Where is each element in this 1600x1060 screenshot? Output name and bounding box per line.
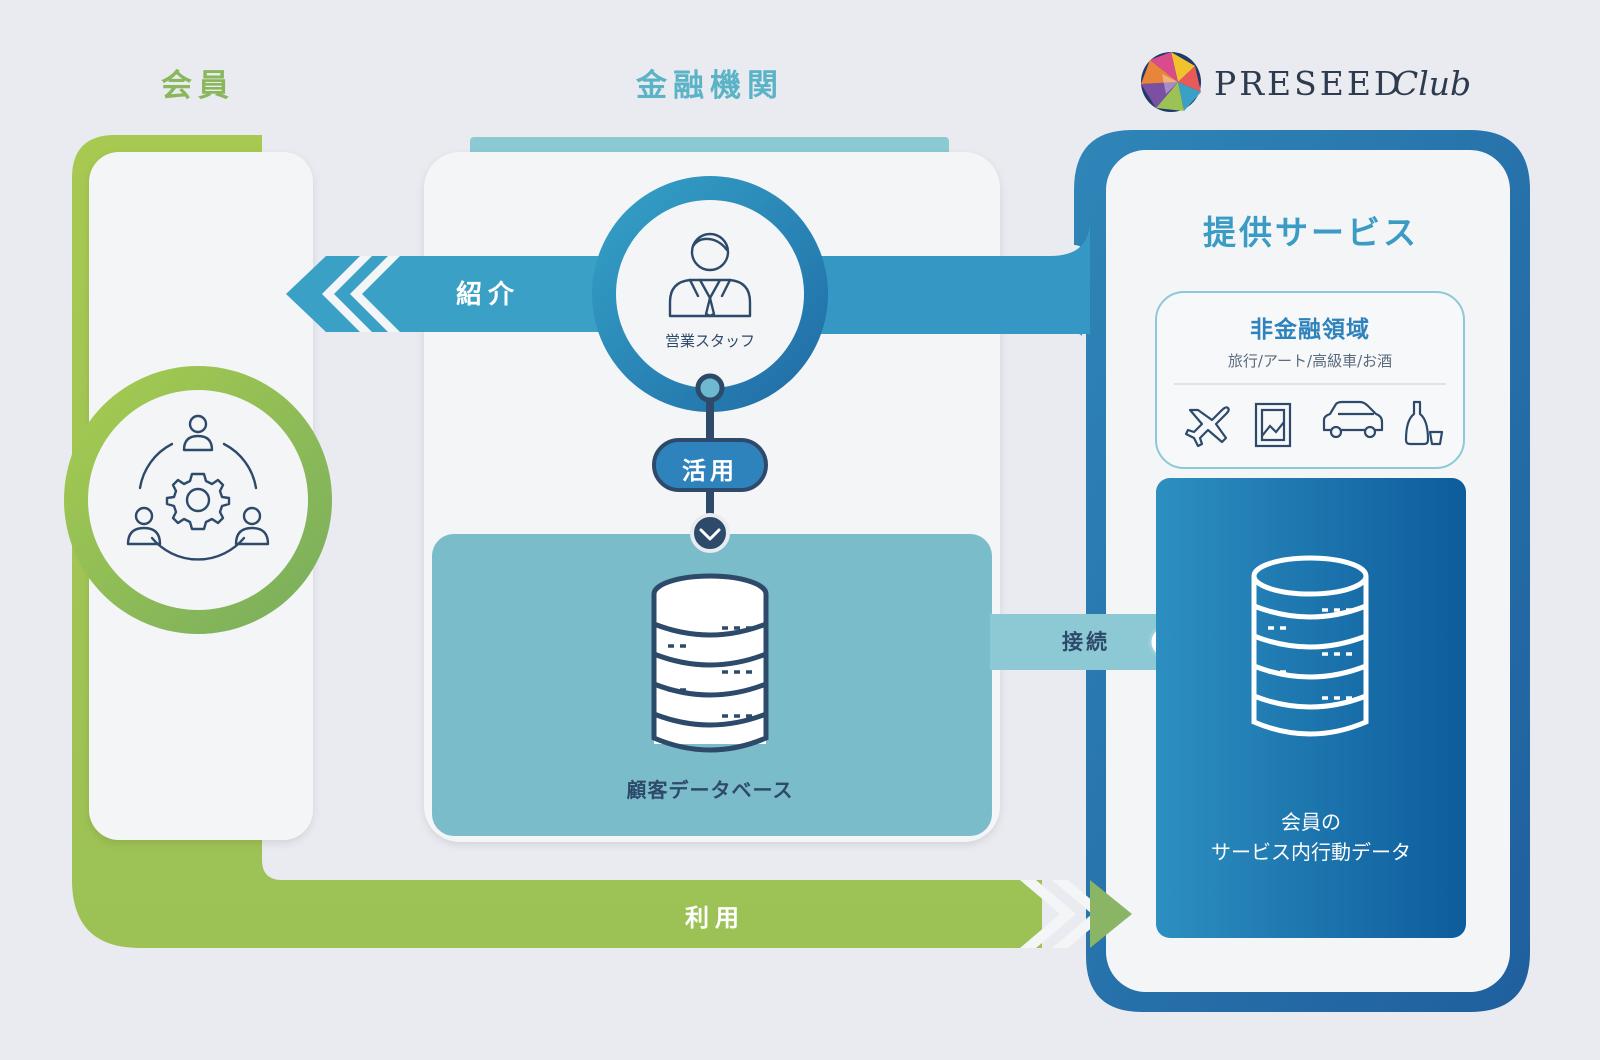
staff-person-icon <box>668 232 752 318</box>
member-database-icon <box>1251 555 1369 737</box>
customer-database-icon <box>651 573 769 753</box>
utilize-top-dot <box>695 373 725 403</box>
nonfinancial-title: 非金融領域 <box>1250 317 1370 343</box>
brand-name: PRESEED <box>1214 64 1404 103</box>
sake-icon <box>1404 400 1444 446</box>
use-label: 利用 <box>685 904 745 932</box>
institution-header: 金融機関 <box>636 68 784 104</box>
member-inner <box>88 390 308 610</box>
staff-inner <box>616 200 804 388</box>
introduce-chevron-2 <box>350 256 400 332</box>
preseed-logo-icon <box>1141 52 1201 112</box>
member-header: 会員 <box>161 68 235 104</box>
utilize-pill <box>652 438 768 492</box>
service-title: 提供サービス <box>1203 213 1419 252</box>
car-icon <box>1322 400 1384 439</box>
utilize-label: 活用 <box>682 457 738 485</box>
community-gear-icon <box>126 414 270 561</box>
member-data-line1: 会員の <box>1281 810 1341 834</box>
staff-label: 営業スタッフ <box>664 332 755 350</box>
brand-script: Club <box>1393 64 1472 103</box>
member-data-line2: サービス内行動データ <box>1211 840 1411 864</box>
introduce-chevron-1 <box>322 256 372 332</box>
nonfinancial-box <box>1155 291 1465 469</box>
airplane-icon <box>1184 406 1230 448</box>
use-chevron-1 <box>1020 880 1076 948</box>
connect-label: 接続 <box>1062 630 1110 654</box>
introduce-band-right <box>800 220 1090 334</box>
utilize-arrow-circle <box>690 513 730 553</box>
nonfinancial-subtitle: 旅行/アート/高級車/お酒 <box>1227 352 1393 370</box>
introduce-label: 紹介 <box>455 280 520 310</box>
customer-db-label: 顧客データベース <box>626 778 794 802</box>
use-arrow-head <box>1090 880 1132 948</box>
art-frame-icon <box>1254 402 1292 448</box>
chevron-down-icon <box>699 528 721 541</box>
connect-band <box>990 614 1196 670</box>
